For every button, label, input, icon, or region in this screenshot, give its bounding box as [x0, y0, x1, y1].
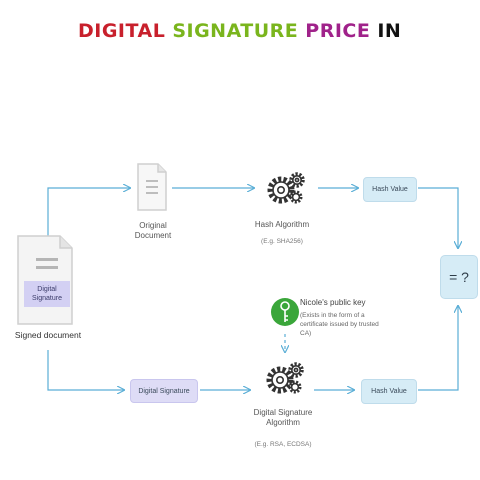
- document-icon: [137, 163, 167, 211]
- digital-signature-box: Digital Signature: [130, 379, 198, 403]
- signature-algorithm-label: Digital Signature Algorithm: [253, 408, 313, 427]
- gears-icon: [267, 172, 305, 204]
- connector-signed-to-original: [47, 188, 130, 236]
- title-word-price: PRICE: [305, 20, 371, 42]
- original-document-label: Original Document: [134, 221, 172, 240]
- title-word-in: IN: [377, 20, 402, 42]
- key-icon: [271, 298, 299, 326]
- hash-value-box-top: Hash Value: [363, 177, 417, 202]
- connector-signed-to-signature: [47, 350, 124, 390]
- gears-icon: [266, 362, 304, 394]
- signed-document-caption: Signed document: [14, 330, 82, 340]
- public-key-title: Nicole's public key: [300, 298, 366, 307]
- hash-algorithm-label: Hash Algorithm: [254, 220, 310, 229]
- connector-hashvalue-to-compare: [418, 187, 458, 248]
- signed-document-icon: [17, 235, 73, 325]
- page-title: DIGITAL SIGNATURE PRICE IN: [78, 20, 408, 50]
- signed-document-signature-label: Digital Signature: [24, 281, 70, 307]
- comparison-box: = ?: [440, 255, 478, 299]
- title-word-digital: DIGITAL: [78, 20, 166, 42]
- title-word-signature: SIGNATURE: [172, 20, 299, 42]
- connector-hashvalue2-to-compare: [418, 306, 458, 391]
- hash-value-box-bottom: Hash Value: [361, 379, 417, 404]
- public-key-note: (Exists in the form of a certificate iss…: [300, 312, 379, 337]
- signature-algorithm-example: (E.g. RSA, ECDSA): [254, 441, 312, 448]
- hash-algorithm-example: (E.g. SHA256): [261, 238, 303, 245]
